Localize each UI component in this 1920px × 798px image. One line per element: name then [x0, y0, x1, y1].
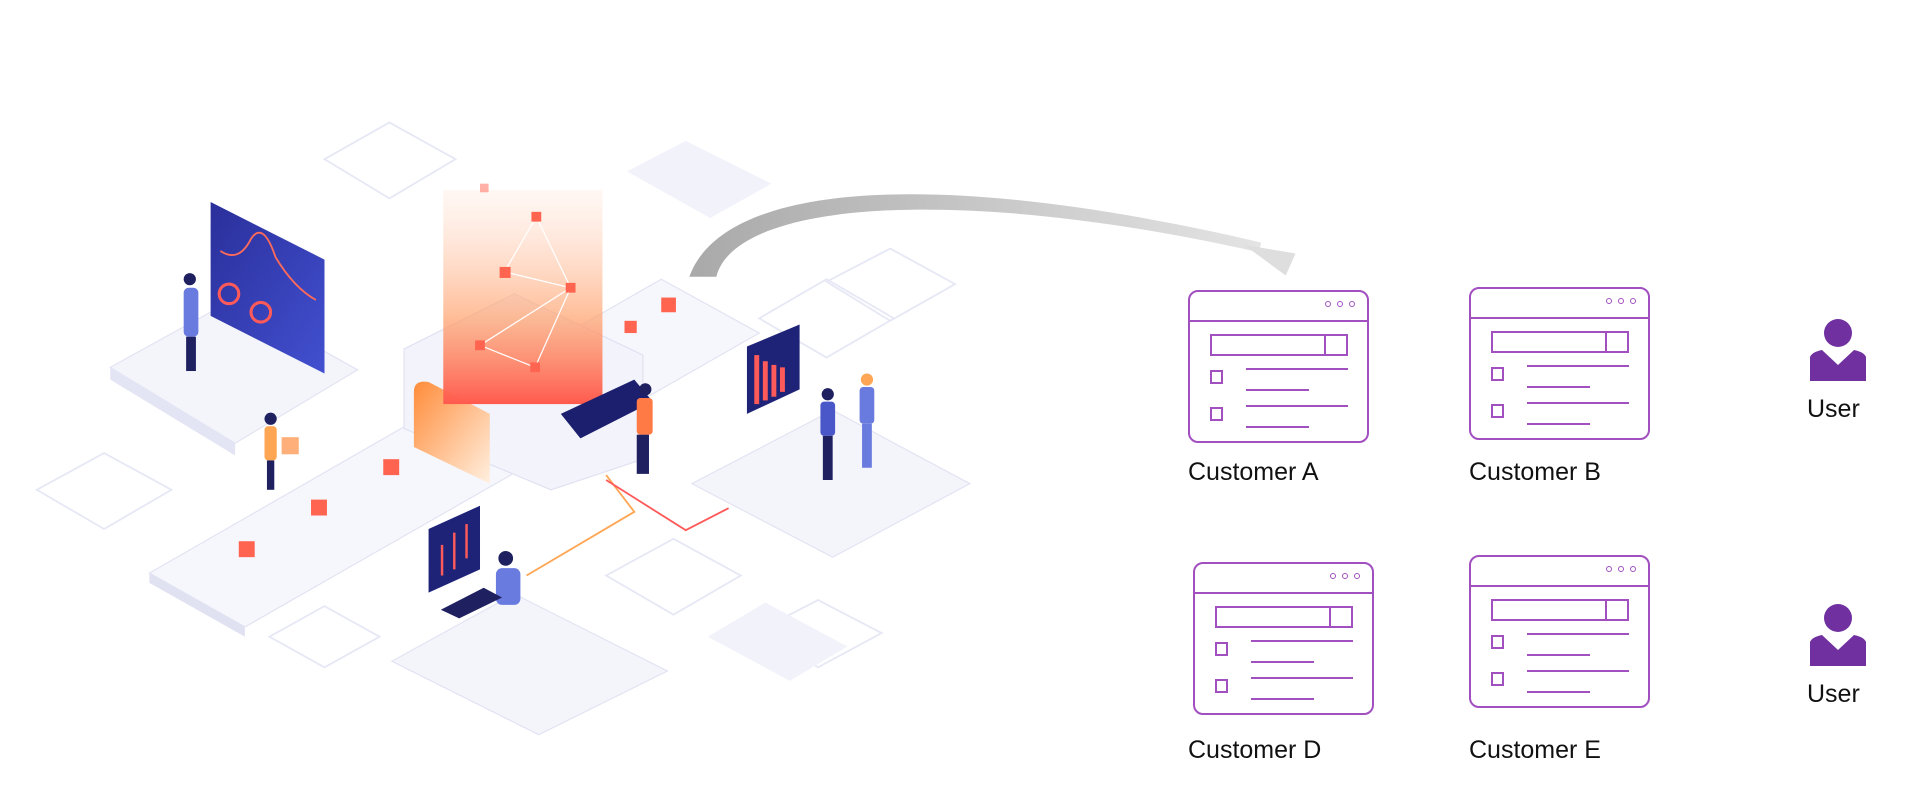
people: [183, 273, 875, 619]
solid-tiles: [626, 140, 848, 681]
customer-a-label: Customer A: [1188, 458, 1319, 486]
user-icon: [1810, 319, 1866, 381]
customer-d-window-icon: [1193, 562, 1374, 715]
user-label: User: [1807, 680, 1860, 708]
cubes: [238, 183, 676, 558]
user-label: User: [1807, 395, 1860, 423]
ghost-tiles: [34, 121, 957, 669]
cable-red: [605, 479, 729, 532]
data-glow-column: [443, 189, 603, 405]
customer-e-label: Customer E: [1469, 736, 1601, 764]
cable-orange: [526, 474, 636, 577]
customer-b-window-icon: [1469, 287, 1650, 440]
curved-arrow: [689, 194, 1262, 277]
customer-d-label: Customer D: [1188, 736, 1322, 764]
right-platform: [690, 409, 972, 558]
customer-a-window-icon: [1188, 290, 1369, 443]
customer-b-label: Customer B: [1469, 458, 1601, 486]
user-icon: [1810, 604, 1866, 666]
dashboard-screen: [210, 202, 325, 374]
console-screen: [560, 379, 653, 439]
arrowhead: [1244, 244, 1296, 276]
customer-e-window-icon: [1469, 555, 1650, 708]
bottom-platform: [390, 593, 669, 736]
